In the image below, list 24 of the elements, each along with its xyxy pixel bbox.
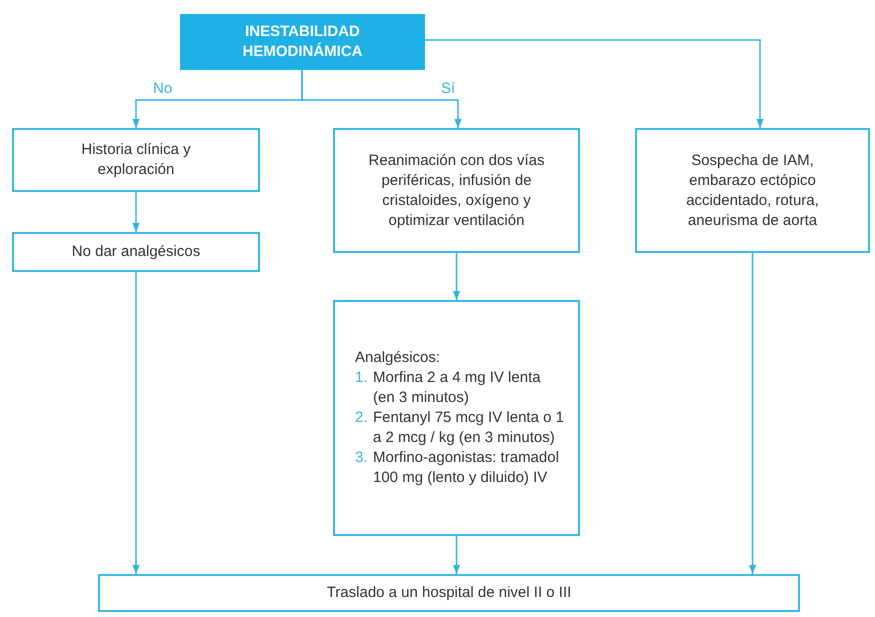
arrow [132,192,140,232]
arrow [452,253,460,300]
arrow [301,70,462,128]
box-text: Traslado a un hospital de nivel II o III [326,583,572,603]
process-box [333,128,580,253]
list-item: 1. Morfina 2 a 4 mg IV lenta (en 3 minutos) [355,368,542,408]
list-item: 3. Morfino-agonistas: tramadol 100 mg (lento y diluido) IV [355,448,560,488]
process-box [333,300,580,536]
box-text: Historia clínica y exploración [80,140,192,180]
process-box [98,574,800,612]
box-text: INESTABILIDAD HEMODINÁMICA [242,22,364,62]
list-item: 2. Fentanyl 75 mcg IV lenta o 1 a 2 mcg / kg (en 3 minutos) [355,408,565,448]
box-text: Reanimación con dos vías periféricas, infusión de cristaloides, oxígeno y optimizar ventilación [368,150,546,230]
arrow [132,272,140,574]
box-text: No dar analgésicos [72,242,200,262]
process-box [635,128,870,253]
process-box [12,232,260,272]
arrow [748,253,756,574]
box-text: Sospecha de IAM, embarazo ectópico accidentado, rotura, aneurisma de aorta [685,150,820,230]
arrow [425,39,764,128]
title-box [180,14,425,70]
arrow [452,536,460,574]
process-box [12,128,260,192]
list-heading: Analgésicos: [355,348,440,368]
